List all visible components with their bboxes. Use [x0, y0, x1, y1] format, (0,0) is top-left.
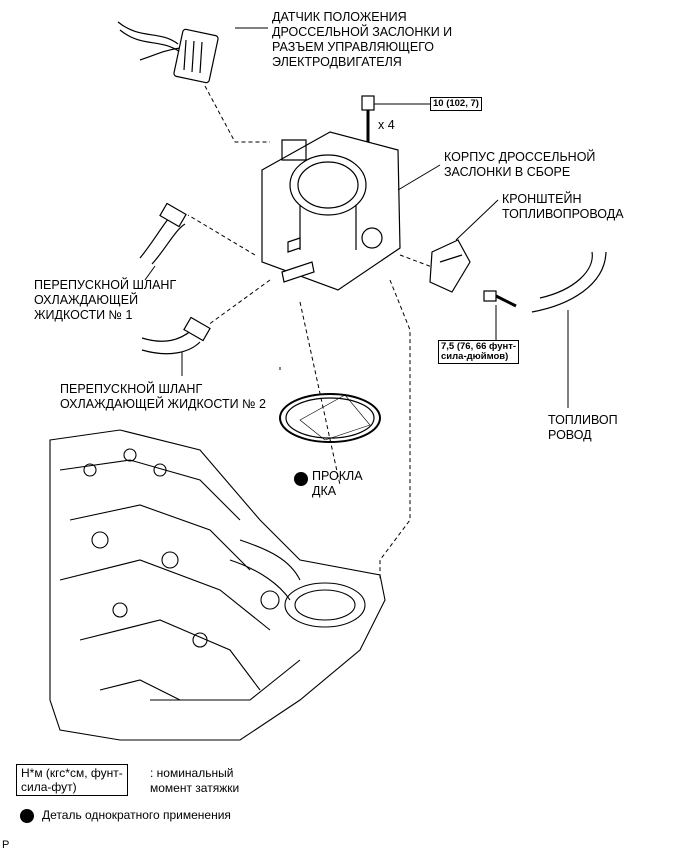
- legend-torque-text: : номинальный момент затяжки: [150, 766, 240, 795]
- hose-1-label: ПЕРЕПУСКНОЙ ШЛАНГ ОХЛАЖДАЮЩЕЙ ЖИДКОСТИ №…: [34, 278, 177, 322]
- fuel-bracket: [429, 199, 499, 293]
- legend-single-use-icon: [20, 809, 34, 823]
- gasket: [279, 393, 381, 443]
- fuel-bracket-label: КРОНШТЕЙН ТОПЛИВОПРОВОДА: [502, 192, 624, 221]
- hose-1: [139, 202, 187, 265]
- throttle-body: [261, 131, 401, 291]
- throttle-body-label: КОРПУС ДРОССЕЛЬНОЙ ЗАСЛОНКИ В СБОРЕ: [444, 150, 596, 179]
- gasket-label: ПРОКЛА ДКА: [312, 469, 363, 498]
- sensor-label: ДАТЧИК ПОЛОЖЕНИЯ ДРОССЕЛЬНОЙ ЗАСЛОНКИ И …: [272, 10, 453, 69]
- bolt-multiplier: x 4: [378, 118, 395, 132]
- legend-single-use-text: Деталь однократного применения: [42, 808, 231, 822]
- hose-2-label: ПЕРЕПУСКНОЙ ШЛАНГ ОХЛАЖДАЮЩЕЙ ЖИДКОСТИ №…: [60, 382, 266, 411]
- engine-block: [49, 429, 386, 741]
- single-use-icon: [294, 472, 308, 486]
- corner-letter: P: [2, 839, 10, 851]
- top-bolt: [361, 95, 430, 150]
- fuel-line-label: ТОПЛИВОП РОВОД: [548, 413, 618, 442]
- fuel-line-tube: [531, 251, 607, 408]
- torque-box-bracket-bolt: 7,5 (76, 66 фунт- сила-дюймов): [438, 340, 520, 364]
- sensor-connector: [117, 21, 219, 84]
- torque-box-top-bolt: 10 (102, 7): [430, 97, 482, 111]
- bracket-bolt: [483, 290, 517, 340]
- legend-torque-box: Н*м (кгс*см, фунт- сила-фут): [16, 764, 128, 796]
- hose-2: [141, 316, 211, 355]
